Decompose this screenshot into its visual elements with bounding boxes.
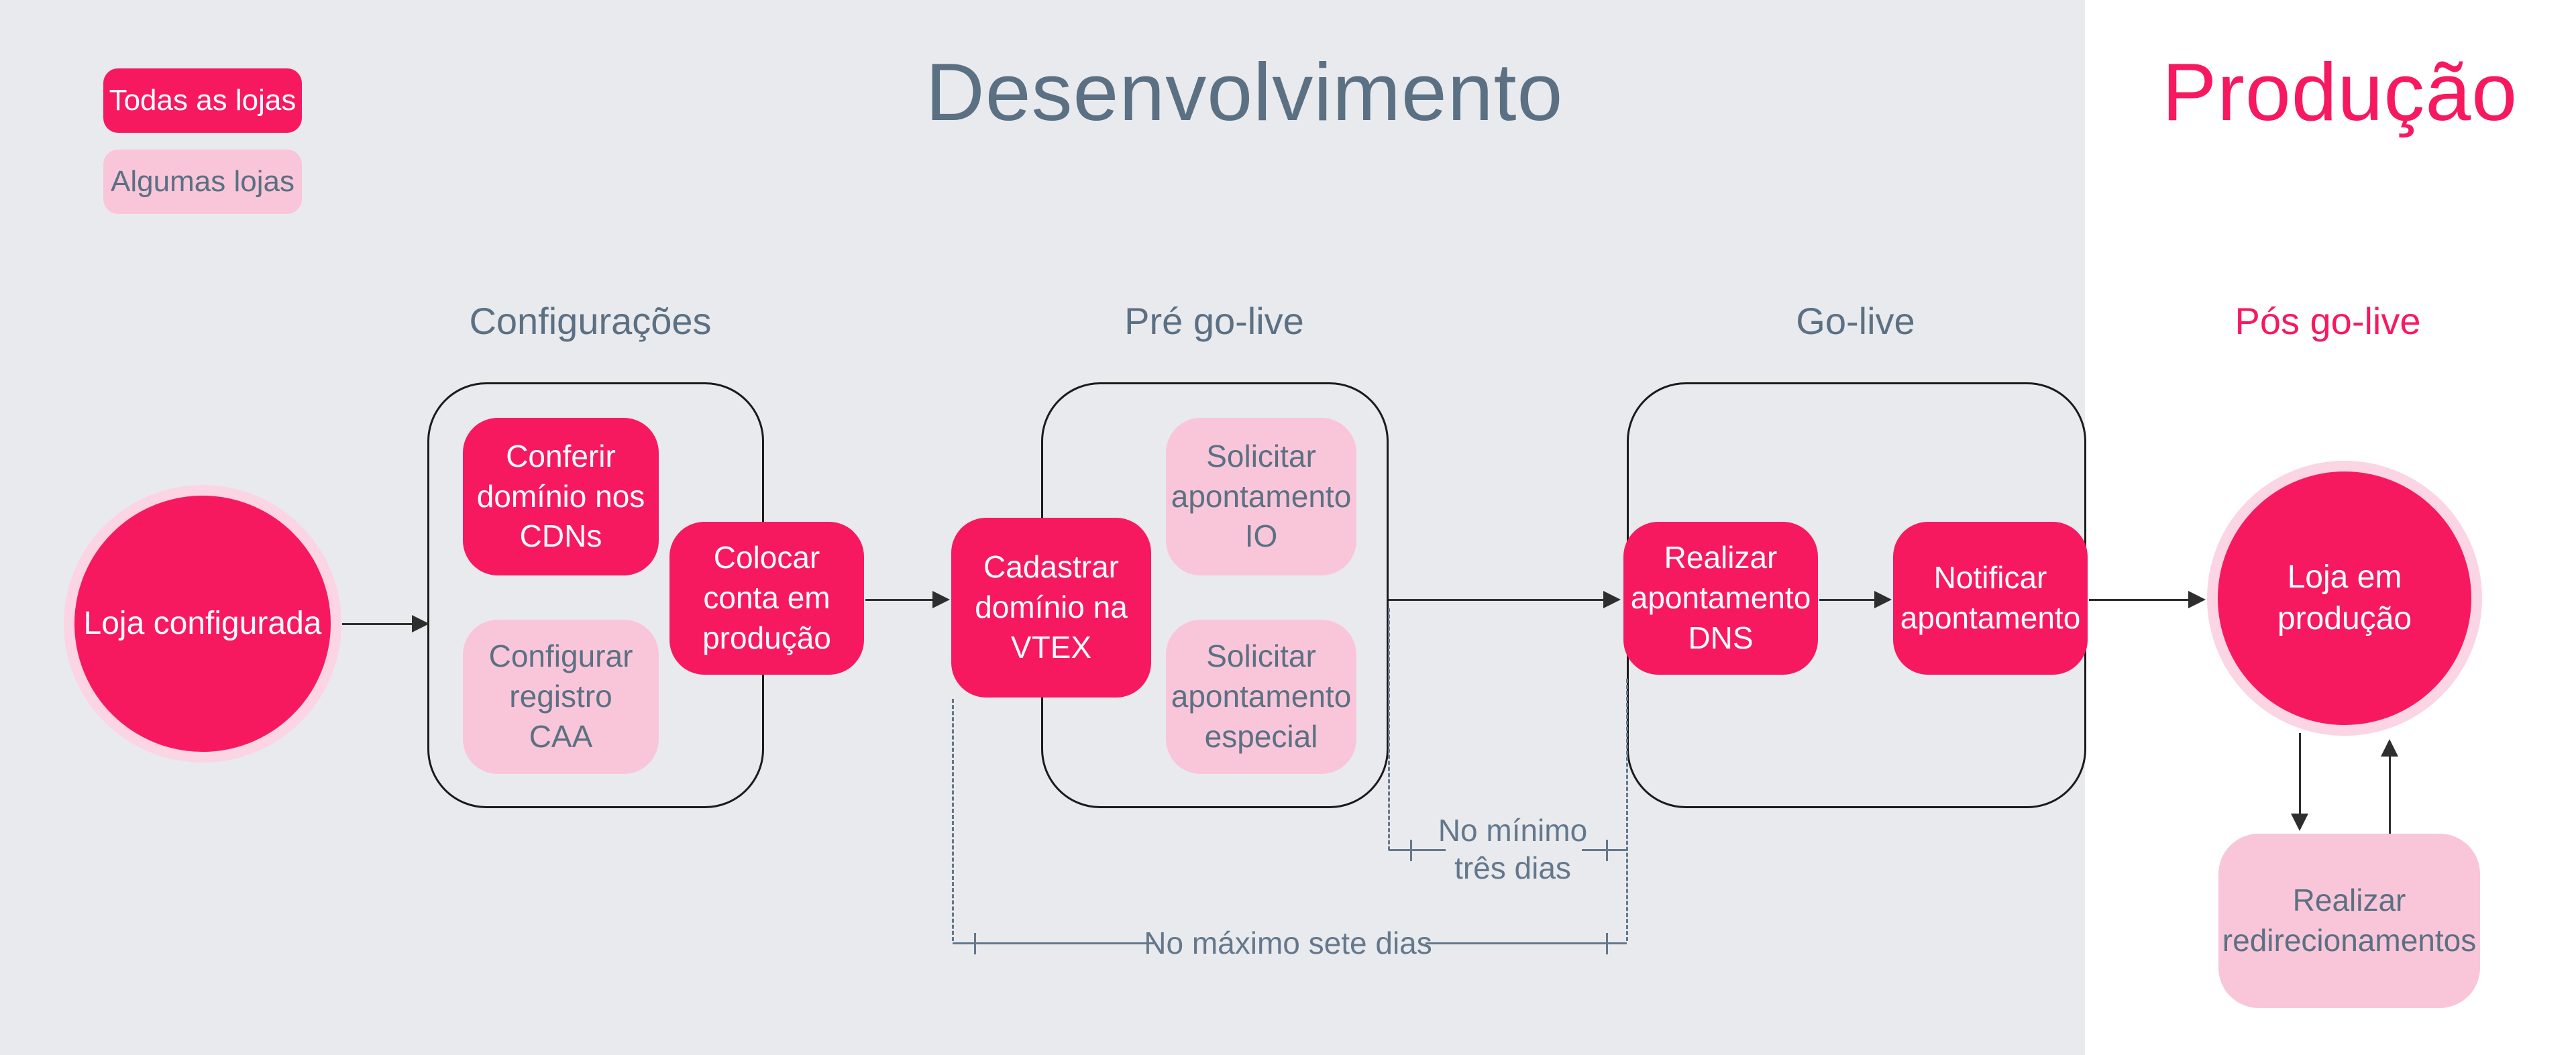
node-dns-pointing: Realizar apontamento DNS — [1623, 522, 1818, 675]
node-request-special-label: Solicitar apontamento especial — [1171, 638, 1352, 754]
measure-tick — [1606, 840, 1608, 861]
node-request-io-label: Solicitar apontamento IO — [1171, 438, 1352, 554]
title-production: Produção — [2161, 46, 2518, 137]
node-start-circle-label: Loja configurada — [83, 605, 322, 641]
arrow-account-to-register — [865, 591, 950, 608]
phase-header-pos-golive: Pós go-live — [2235, 300, 2421, 342]
node-account-production: Colocar conta em produção — [669, 522, 864, 675]
arrow-pre-golive-to-golive — [1389, 591, 1621, 608]
phase-header-golive: Go-live — [1796, 300, 1915, 342]
arrow-dns-to-notify — [1819, 591, 1892, 608]
measure-line-max-right — [1426, 942, 1627, 944]
arrow-start-to-configuracoes — [342, 615, 429, 632]
node-start-circle: Loja configurada — [64, 485, 341, 763]
node-notify-pointing: Notificar apontamento — [1893, 522, 2088, 675]
legend-some-stores: Algumas lojas — [103, 150, 302, 214]
node-end-circle-label: Loja em produção — [2277, 559, 2412, 636]
measure-line-min-left — [1389, 849, 1446, 851]
legend-some-stores-label: Algumas lojas — [111, 165, 294, 198]
annotation-min-line2: três dias — [1454, 850, 1571, 886]
node-redirects-label: Realizar redirecionamentos — [2222, 883, 2477, 958]
node-request-io: Solicitar apontamento IO — [1166, 418, 1356, 575]
phase-header-configuracoes: Configurações — [469, 300, 712, 342]
measure-line-min-right — [1582, 849, 1627, 851]
annotation-min-line1: No mínimo — [1438, 813, 1588, 848]
node-request-special: Solicitar apontamento especial — [1166, 620, 1356, 774]
phase-header-pre-golive: Pré go-live — [1124, 300, 1304, 342]
arrow-notify-to-end — [2089, 591, 2206, 608]
node-configure-caa: Configurar registro CAA — [463, 620, 659, 774]
node-register-domain-label: Cadastrar domínio na VTEX — [975, 549, 1128, 665]
annotation-max-seven-days: No máximo sete dias — [1144, 926, 1432, 960]
annotation-min-three-days: No mínimo três dias — [1429, 812, 1597, 887]
legend-all-stores-label: Todas as lojas — [109, 84, 297, 117]
title-development: Desenvolvimento — [925, 46, 1564, 137]
measure-tick — [1410, 840, 1412, 861]
arrow-redirects-to-end — [2381, 739, 2398, 834]
node-configure-caa-label: Configurar registro CAA — [488, 638, 633, 754]
node-register-domain: Cadastrar domínio na VTEX — [951, 518, 1151, 698]
dashed-line-register-domain — [952, 699, 954, 941]
dashed-line-golive-start — [1626, 679, 1628, 941]
node-end-circle: Loja em produção — [2207, 461, 2482, 736]
node-redirects: Realizar redirecionamentos — [2218, 834, 2480, 1008]
arrow-end-to-redirects — [2291, 733, 2308, 831]
node-check-cdn-label: Conferir domínio nos CDNs — [476, 438, 645, 554]
node-notify-pointing-label: Notificar apontamento — [1900, 560, 2081, 635]
dashed-line-pre-golive-end — [1388, 608, 1390, 850]
legend-all-stores: Todas as lojas — [103, 68, 302, 133]
node-dns-pointing-label: Realizar apontamento DNS — [1630, 540, 1811, 655]
measure-tick — [1606, 933, 1608, 954]
node-check-cdn: Conferir domínio nos CDNs — [463, 418, 659, 575]
measure-line-max-left — [953, 942, 1154, 944]
node-account-production-label: Colocar conta em produção — [702, 540, 831, 655]
measure-tick — [974, 933, 976, 954]
